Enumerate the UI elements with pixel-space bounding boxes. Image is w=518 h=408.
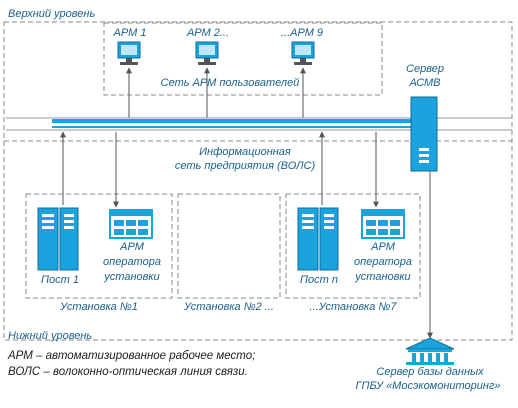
upper-level-label: Верхний уровень (8, 8, 96, 20)
workstation-icon-1 (117, 41, 141, 65)
installation-7-caption: ...Установка №7 (309, 301, 397, 313)
user-network-label: Сеть АРМ пользователей (160, 77, 300, 89)
installation-2-caption: Установка №2 ... (184, 301, 274, 313)
database-building-icon (405, 337, 455, 365)
outer-frame (3, 21, 513, 341)
operator-arm-1-line2: оператора (103, 256, 161, 268)
legend-arm: АРМ – автоматизированное рабочее место; (8, 350, 256, 362)
legend-vols: ВОЛС – волоконно-оптическая линия связи. (8, 366, 248, 378)
server-label-line2: АСМВ (409, 77, 441, 89)
installation-1-caption: Установка №1 (60, 301, 138, 313)
arm-1-label: АРМ 1 (113, 27, 147, 39)
lower-level-label: Нижний уровень (8, 330, 93, 342)
operator-arm-1-icon (109, 209, 153, 239)
installation-2-frame (177, 193, 281, 299)
workstation-icon-3 (291, 41, 315, 65)
database-label-line1: Сервер базы данных (376, 366, 484, 378)
server-asmv-icon (410, 96, 438, 172)
operator-arm-1-line1: АРМ (120, 241, 144, 253)
operator-arm-n-icon (361, 209, 405, 239)
backbone-label-line2: сеть предприятия (ВОЛС) (174, 160, 316, 172)
arm-9-label: ...АРМ 9 (280, 27, 324, 39)
database-label-line2: ГПБУ «Мосэкомониторинг» (355, 380, 501, 392)
operator-arm-n-line1: АРМ (371, 241, 395, 253)
operator-arm-1-line3: установки (104, 271, 160, 283)
post-n-label: Пост n (300, 274, 338, 286)
operator-arm-n-line3: установки (355, 271, 411, 283)
installation-1-frame (25, 193, 173, 299)
post-1-label: Пост 1 (41, 274, 79, 286)
user-network-frame (103, 22, 383, 96)
post-n-icon (297, 207, 339, 271)
operator-arm-n-line2: оператора (354, 256, 412, 268)
server-label-line1: Сервер (406, 63, 444, 75)
backbone-label-line1: Информационная (199, 146, 291, 158)
arm-2-label: АРМ 2... (186, 27, 230, 39)
workstation-icon-2 (195, 41, 219, 65)
post-1-icon (37, 207, 79, 271)
installation-7-frame (285, 193, 421, 299)
